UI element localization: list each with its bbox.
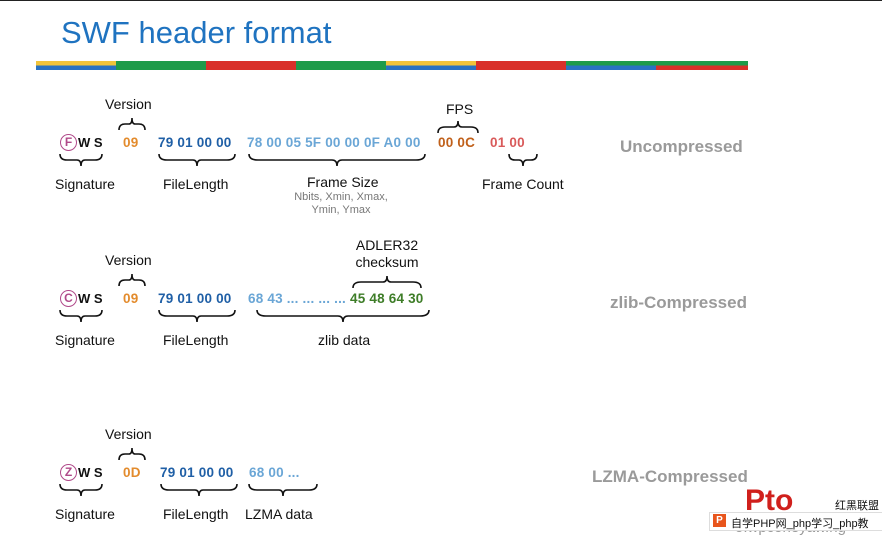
- watermark-logo: Pto: [745, 484, 794, 517]
- checksum-label: ADLER32 checksum: [355, 237, 419, 270]
- filelength-brace: [160, 483, 238, 497]
- version-value: 09: [123, 135, 139, 150]
- watermark-cn-top: 红黑联盟: [835, 500, 879, 512]
- zlib-data-brace: [256, 309, 430, 323]
- lzma-data-value: 68 00 ...: [249, 465, 300, 480]
- signature-label: Signature: [55, 506, 115, 522]
- kind-label: LZMA-Compressed: [592, 467, 748, 486]
- framecount-label: Frame Count: [482, 176, 564, 192]
- kind-label: Uncompressed: [620, 137, 743, 156]
- framesize-label: Frame Size: [307, 174, 379, 190]
- signature-label: Signature: [55, 176, 115, 192]
- filelength-label: FileLength: [163, 176, 229, 192]
- zlib-data-label: zlib data: [318, 332, 371, 348]
- signature-rest: W S: [78, 465, 103, 480]
- filelength-value: 79 01 00 00: [160, 465, 234, 480]
- lzma-data-label: LZMA data: [245, 506, 313, 522]
- watermark-bar-text: 自学PHP网_php学习_php教: [731, 518, 869, 530]
- signature-brace: [59, 309, 103, 323]
- filelength-value: 79 01 00 00: [158, 291, 232, 306]
- version-brace: [118, 117, 146, 131]
- lzma-data-brace: [248, 483, 318, 497]
- filelength-label: FileLength: [163, 332, 229, 348]
- top-border-line: [0, 0, 882, 1]
- signature-brace: [59, 483, 103, 497]
- fps-value: 00 0C: [438, 135, 476, 150]
- filelength-brace: [158, 309, 236, 323]
- framesize-sub-label: Nbits, Xmin, Xmax, Ymin, Ymax: [294, 191, 388, 216]
- version-value: 09: [123, 291, 139, 306]
- framecount-value: 01 00: [490, 135, 525, 150]
- framesize-brace: [248, 153, 426, 167]
- framesize-value: 78 00 05 5F 00 00 0F A0 00: [247, 135, 421, 150]
- version-brace: [118, 273, 146, 287]
- version-brace: [118, 447, 146, 461]
- signature-brace: [59, 153, 103, 167]
- framecount-brace: [508, 153, 538, 167]
- signature-circle-letter: C: [60, 290, 77, 307]
- filelength-brace: [158, 153, 236, 167]
- filelength-label: FileLength: [163, 506, 229, 522]
- checksum-value: 45 48 64 30: [350, 291, 424, 306]
- fps-label: FPS: [446, 101, 474, 117]
- signature-label: Signature: [55, 332, 115, 348]
- version-label: Version: [105, 426, 152, 442]
- filelength-value: 79 01 00 00: [158, 135, 232, 150]
- signature-rest: W S: [78, 135, 103, 150]
- zlib-data-value: 68 43 ... ... ... ...: [248, 291, 346, 306]
- version-value: 0D: [123, 465, 141, 480]
- checksum-brace: [352, 275, 422, 289]
- signature-circle-letter: Z: [60, 464, 77, 481]
- page-title: SWF header format: [61, 15, 332, 50]
- watermark-square: P: [713, 514, 726, 527]
- signature-circle-letter: F: [60, 134, 77, 151]
- kind-label: zlib-Compressed: [610, 293, 747, 312]
- fps-brace: [437, 120, 479, 134]
- version-label: Version: [105, 96, 152, 112]
- watermark-bar: [709, 512, 882, 531]
- color-stripe-bar: [36, 61, 748, 70]
- version-label: Version: [105, 252, 152, 268]
- signature-rest: W S: [78, 291, 103, 306]
